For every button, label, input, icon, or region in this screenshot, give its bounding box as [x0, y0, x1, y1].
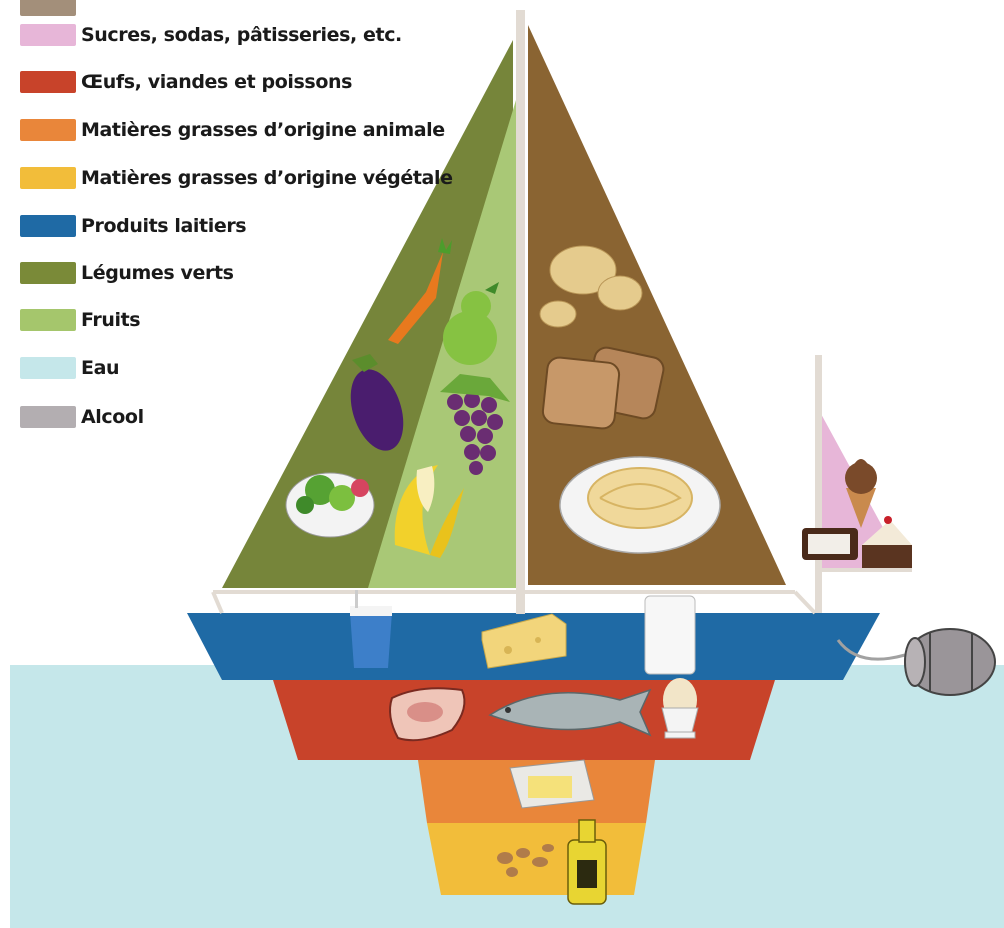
- main-mast: [516, 10, 525, 614]
- legend-label-sucres: Sucres, sodas, pâtisseries, etc.: [81, 24, 402, 46]
- legend-swatch-legumes: [20, 262, 76, 284]
- legend-swatch-alcool: [20, 406, 76, 428]
- legend-label-laitiers: Produits laitiers: [81, 215, 246, 237]
- legend-item-laitiers: Produits laitiers: [20, 213, 246, 239]
- legend-label-mg-vegetale: Matières grasses d’origine végétale: [81, 167, 453, 189]
- deck-rail: [213, 592, 815, 613]
- legend-label-eau: Eau: [81, 357, 119, 379]
- spaghetti-icon: [560, 457, 720, 553]
- legend-item-sucres: Sucres, sodas, pâtisseries, etc.: [20, 22, 402, 48]
- legend-item-oeufs: Œufs, viandes et poissons: [20, 69, 352, 95]
- yogurt-icon: [350, 590, 392, 668]
- legend-swatch-sucres: [20, 24, 76, 46]
- legend-swatch-oeufs: [20, 71, 76, 93]
- legend-swatch-laitiers: [20, 215, 76, 237]
- candy-bar-icon: [802, 528, 858, 560]
- small-mast: [815, 355, 822, 613]
- legend-item-mg-vegetale: Matières grasses d’origine végétale: [20, 165, 453, 191]
- legend-label-alcool: Alcool: [81, 406, 144, 428]
- butter-icon: [510, 760, 594, 808]
- egg-cup-icon: [662, 678, 698, 738]
- legend-label-legumes: Légumes verts: [81, 262, 234, 284]
- bread-icon: [542, 345, 666, 429]
- legend-item-eau: Eau: [20, 355, 119, 381]
- legend-item-mg-animale: Matières grasses d’origine animale: [20, 117, 445, 143]
- barrel-icon: [905, 629, 995, 695]
- legend-swatch-mg-vegetale: [20, 167, 76, 189]
- milk-glass-icon: [645, 596, 695, 674]
- legend-item-alcool: Alcool: [20, 404, 144, 430]
- legend-swatch-feculents: [20, 0, 76, 16]
- legend-item-fruits: Fruits: [20, 307, 140, 333]
- legend-label-mg-animale: Matières grasses d’origine animale: [81, 119, 445, 141]
- legend-swatch-mg-animale: [20, 119, 76, 141]
- legend-label-oeufs: Œufs, viandes et poissons: [81, 71, 352, 93]
- legend-swatch-fruits: [20, 309, 76, 331]
- legend-swatch-eau: [20, 357, 76, 379]
- salad-icon: [286, 473, 374, 537]
- legend-item-feculents: [20, 0, 81, 18]
- legend-label-fruits: Fruits: [81, 309, 140, 331]
- legend-item-legumes: Légumes verts: [20, 260, 234, 286]
